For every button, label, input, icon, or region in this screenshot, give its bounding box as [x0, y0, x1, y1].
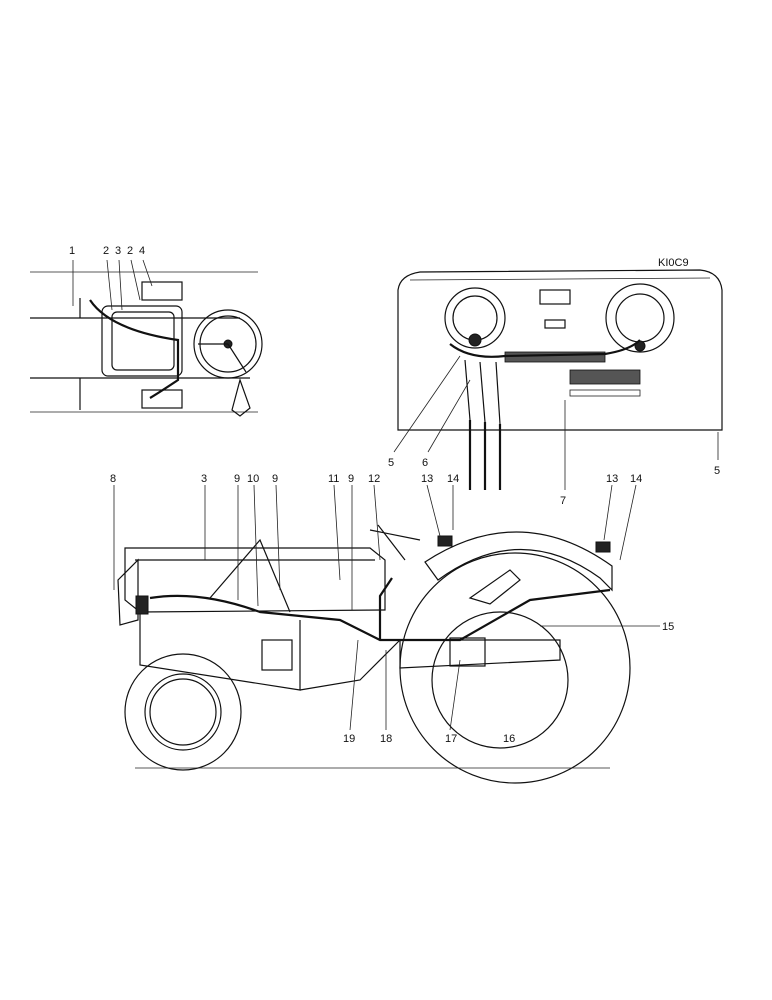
callout-4: 4: [139, 245, 145, 257]
headlamp-icon: [135, 595, 149, 615]
callout-3: 3: [115, 245, 121, 257]
callout-13a: 13: [421, 473, 433, 485]
callout-9c: 9: [348, 473, 354, 485]
callout-8: 8: [110, 473, 116, 485]
callout-2: 2: [103, 245, 109, 257]
callout-18: 18: [380, 733, 392, 745]
side-view-leaders: [113, 484, 660, 731]
callout-16: 16: [503, 733, 515, 745]
callout-5b: 5: [714, 465, 720, 477]
callout-17: 17: [445, 733, 457, 745]
top-view-inset: 1 2 3 2 4: [30, 245, 263, 417]
gauge-icon-right: [605, 283, 675, 353]
side-view-callouts: 8 3 9 10 9 11 9 12 13 14 13 14 15 19 18 …: [110, 473, 674, 745]
callout-5: 5: [388, 457, 394, 469]
gauge-icon: [444, 287, 506, 349]
callout-15: 15: [662, 621, 674, 633]
callout-19: 19: [343, 733, 355, 745]
callout-6: 6: [422, 457, 428, 469]
front-wheel: [124, 653, 242, 771]
callout-10: 10: [247, 473, 259, 485]
callout-9a: 9: [234, 473, 240, 485]
dashboard-code: KI0C9: [658, 257, 689, 269]
callout-14a: 14: [447, 473, 459, 485]
callout-3-side: 3: [201, 473, 207, 485]
callout-13b: 13: [606, 473, 618, 485]
tractor-icon: [117, 524, 631, 784]
callout-14b: 14: [630, 473, 642, 485]
callout-12: 12: [368, 473, 380, 485]
callout-7: 7: [560, 495, 566, 507]
callout-2b: 2: [127, 245, 133, 257]
callout-1: 1: [69, 245, 75, 257]
rear-wheel: [399, 552, 631, 784]
steering-wheel-icon: [193, 309, 263, 379]
callout-9b: 9: [272, 473, 278, 485]
dashboard-inset: KI0C9 5 6 7 5: [388, 257, 723, 507]
callout-11: 11: [328, 473, 339, 485]
